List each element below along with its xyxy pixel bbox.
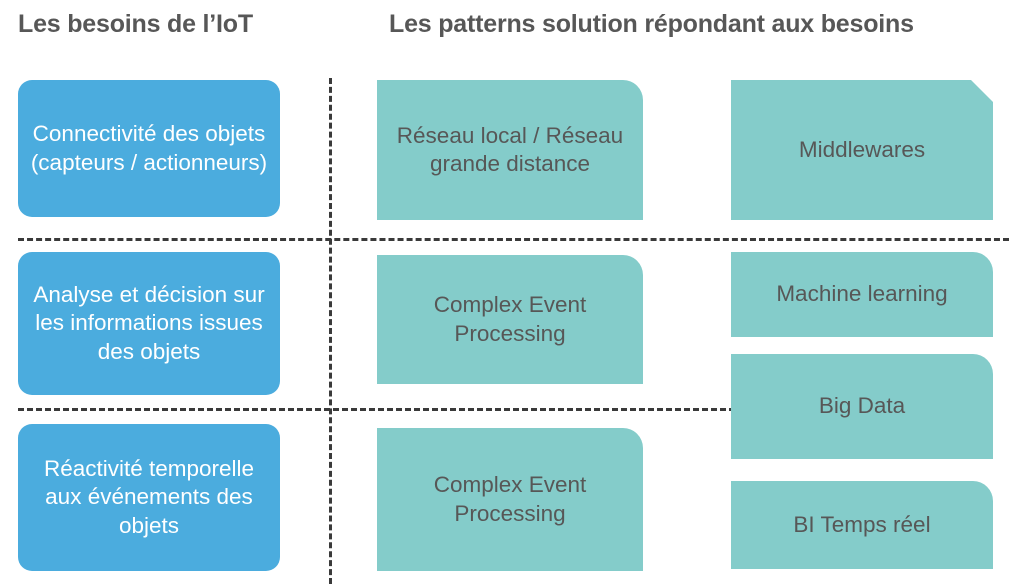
need-label-analysis: Analyse et décision sur les informations… [33,281,265,364]
column-heading-patterns: Les patterns solution répondant aux beso… [389,10,914,38]
pattern-label-bi-temps-reel: BI Temps réel [793,511,931,537]
pattern-label-cep-2: Complex Event Processing [433,472,587,526]
pattern-label-machine-learning: Machine learning [776,281,948,307]
pattern-box-machine-learning[interactable]: Machine learning [731,252,993,337]
pattern-label-cep-1: Complex Event Processing [433,292,587,346]
need-label-reactivity: Réactivité temporelle aux événements des… [43,455,255,538]
need-box-reactivity[interactable]: Réactivité temporelle aux événements des… [18,424,280,571]
pattern-label-network: Réseau local / Réseau grande distance [396,122,624,176]
pattern-box-middlewares[interactable]: Middlewares [731,80,993,220]
pattern-box-network[interactable]: Réseau local / Réseau grande distance [377,80,643,220]
pattern-box-big-data[interactable]: Big Data [731,354,993,459]
vertical-divider [329,78,332,584]
need-box-analysis[interactable]: Analyse et décision sur les informations… [18,252,280,395]
pattern-label-middlewares: Middlewares [798,136,926,162]
horizontal-divider-2 [18,408,735,411]
pattern-label-big-data: Big Data [818,393,906,419]
need-box-connectivity[interactable]: Connectivité des objets (capteurs / acti… [18,80,280,217]
pattern-box-cep-2[interactable]: Complex Event Processing [377,428,643,571]
pattern-box-bi-temps-reel[interactable]: BI Temps réel [731,481,993,569]
column-heading-needs: Les besoins de l’IoT [18,10,253,38]
need-label-connectivity: Connectivité des objets (capteurs / acti… [30,121,268,175]
horizontal-divider-1 [18,238,1009,241]
pattern-box-cep-1[interactable]: Complex Event Processing [377,255,643,384]
